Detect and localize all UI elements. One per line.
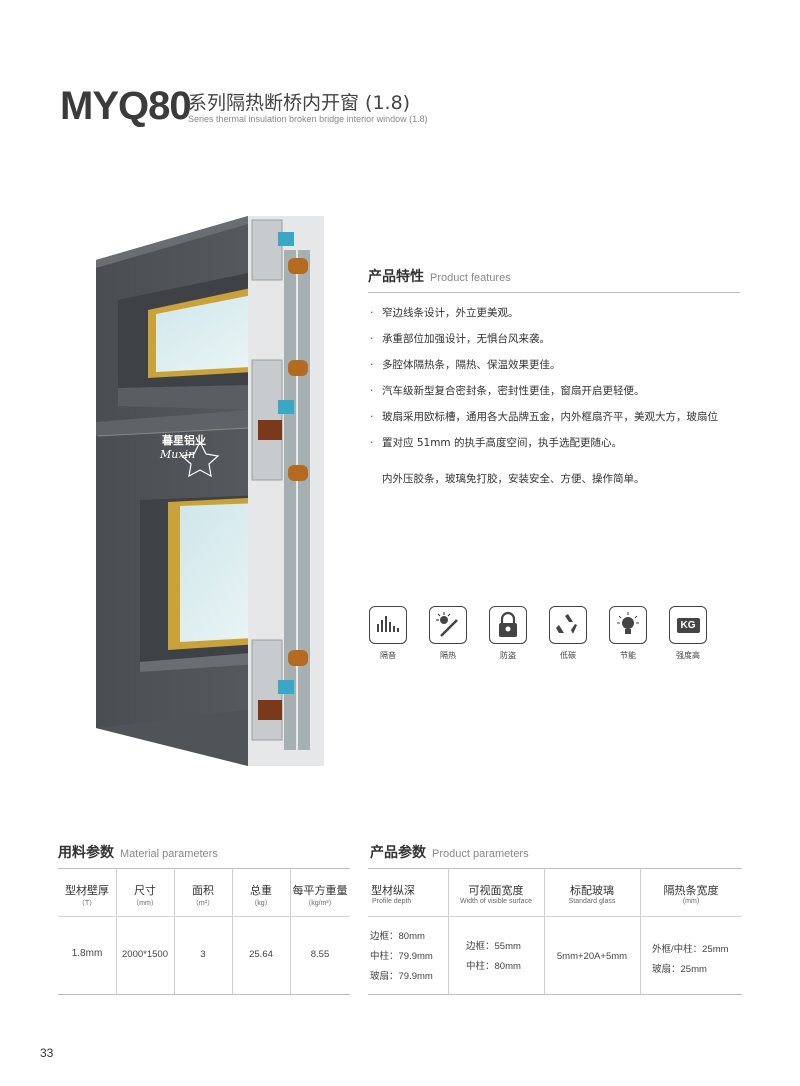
feature-item: ·多腔体隔热条，隔热、保温效果更佳。 [370, 359, 561, 371]
cell-depth-mullion: 中柱：79.9mm [370, 951, 433, 962]
heat-insulation-icon [429, 606, 467, 644]
feature-item: ·玻扇采用欧标槽，通用各大品牌五金，内外框扇齐平，美观大方，玻扇位 [370, 411, 718, 423]
col-standard-glass: 标配玻璃 [570, 884, 614, 897]
product-table-bottom-rule [368, 994, 742, 995]
features-title-en: Product features [430, 272, 511, 284]
cell-width-frame: 边框：55mm [466, 941, 521, 952]
icon-item-heat: 隔热 [426, 606, 470, 661]
cell-strip-sash: 玻扇：25mm [652, 964, 707, 975]
energy-saving-icon [609, 606, 647, 644]
features-title-cn: 产品特性 [368, 269, 424, 285]
material-table-bottom-rule [58, 994, 350, 995]
sound-insulation-icon [369, 606, 407, 644]
cell-size: 2000*1500 [122, 949, 168, 960]
product-table-top-rule [368, 868, 742, 869]
feature-icon-row: 隔音 隔热 防盗 低碳 节能 KG 强度高 [366, 606, 707, 666]
icon-item-energy: 节能 [606, 606, 650, 661]
page-number: 33 [40, 1046, 54, 1060]
cell-weight-per-sqm: 8.55 [310, 949, 330, 960]
brand-logo-script: Muxin [160, 448, 196, 461]
col-profile-depth: 型材纵深 [371, 884, 415, 897]
icon-item-sound: 隔音 [366, 606, 410, 661]
feature-item: ·承重部位加强设计，无惧台风来袭。 [370, 333, 550, 345]
product-params-table: 型材纵深 Profile depth 可视面宽度 Width of visibl… [368, 868, 742, 994]
cell-area: 3 [200, 949, 206, 960]
cell-total-weight: 25.64 [249, 949, 273, 960]
col-wall-thickness: 型材壁厚 [65, 884, 109, 897]
cell-depth-frame: 边框：80mm [370, 931, 425, 942]
high-strength-icon: KG [669, 606, 707, 644]
feature-item: ·置对应 51mm 的执手高度空间，执手选配更随心。 [370, 437, 622, 449]
cell-glass: 5mm+20A+5mm [556, 951, 628, 962]
material-params-table: 型材壁厚 （T） 尺寸 （mm） 面积 （m²） 总重 （kg） 每平方重量 （… [58, 868, 350, 994]
col-total-weight: 总重 [250, 884, 272, 897]
anti-theft-icon [489, 606, 527, 644]
cell-width-mullion: 中柱：80mm [466, 961, 521, 972]
brand-logo-text: 暮星铝业 [162, 434, 206, 447]
icon-item-lowcarbon: 低碳 [546, 606, 590, 661]
features-list: ·窄边线条设计，外立更美观。 ·承重部位加强设计，无惧台风来袭。 ·多腔体隔热条… [370, 307, 750, 463]
cell-strip-frame: 外框/中柱：25mm [652, 944, 729, 955]
title-english: Series thermal insulation broken bridge … [188, 114, 428, 124]
brand-logo [180, 440, 220, 478]
cell-depth-sash: 玻扇：79.9mm [370, 971, 433, 982]
col-area: 面积 [192, 884, 214, 897]
icon-item-strength: KG 强度高 [666, 606, 710, 661]
col-strip-width: 隔热条宽度 [663, 884, 719, 897]
feature-continuation: 内外压胶条，玻璃免打胶，安装安全、方便、操作简单。 [382, 473, 645, 485]
cell-wall-thickness: 1.8mm [71, 948, 103, 959]
features-divider [368, 292, 740, 293]
feature-item: ·汽车级新型复合密封条，密封性更佳，窗扇开启更轻便。 [370, 385, 645, 397]
col-weight-per-sqm: 每平方重量 [292, 884, 348, 897]
title-chinese: 系列隔热断桥内开窗 (1.8) [188, 92, 411, 114]
low-carbon-icon [549, 606, 587, 644]
icon-item-antitheft: 防盗 [486, 606, 530, 661]
material-table-top-rule [58, 868, 350, 869]
col-visible-width: 可视面宽度 [468, 884, 524, 897]
features-heading: 产品特性 Product features [368, 266, 511, 286]
feature-item: ·窄边线条设计，外立更美观。 [370, 307, 519, 319]
model-number: MYQ80 [60, 84, 192, 128]
window-product-image [88, 210, 348, 770]
col-size: 尺寸 [134, 884, 156, 897]
